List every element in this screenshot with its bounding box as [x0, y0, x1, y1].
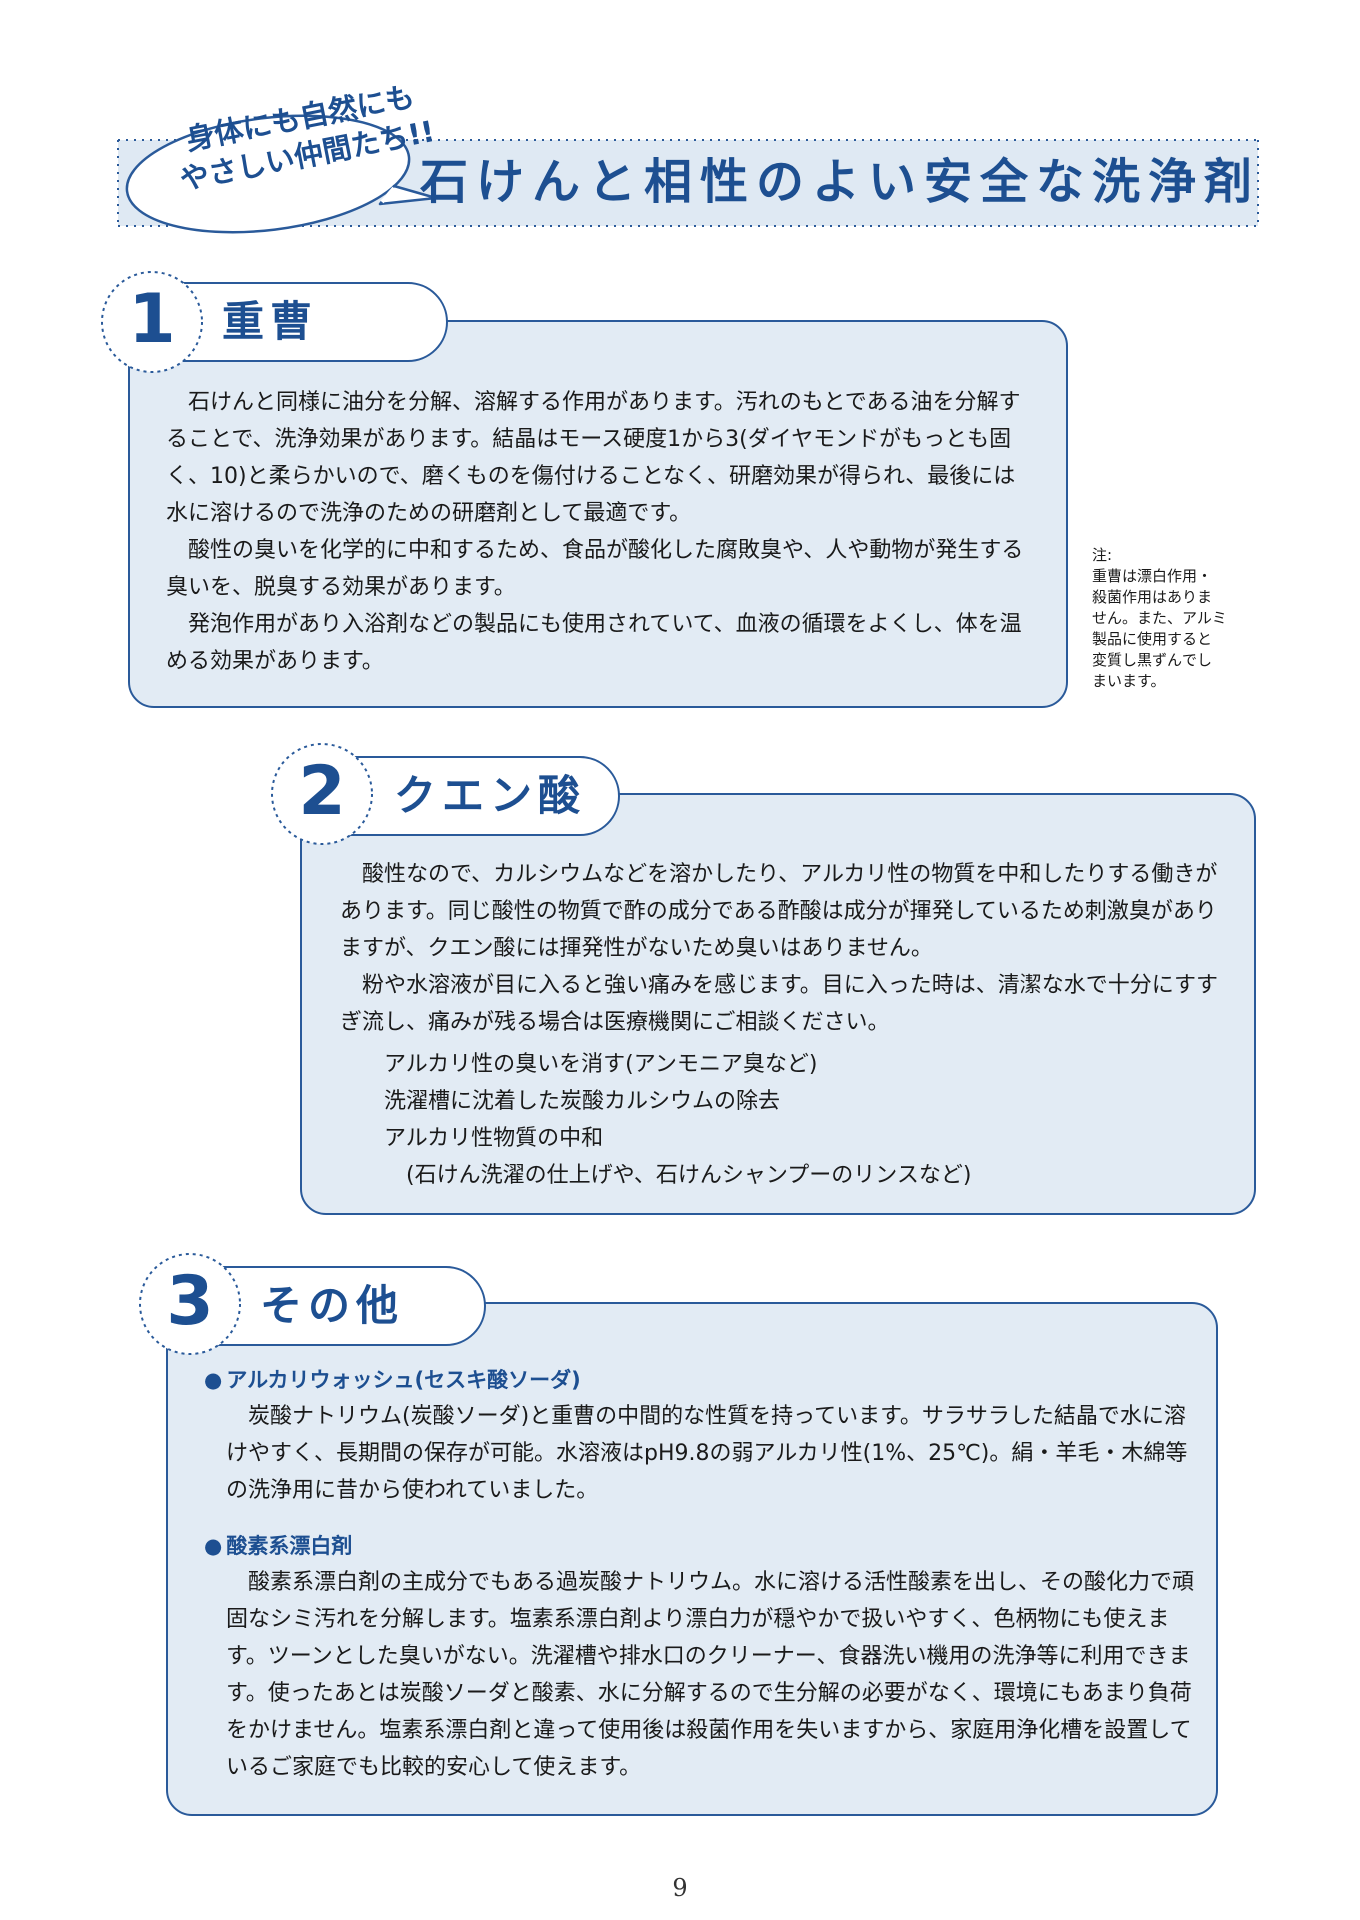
section-1-paragraph: 発泡作用があり入浴剤などの製品にも使用されていて、血液の循環をよくし、体を温める… — [166, 612, 1022, 674]
item-heading-text: アルカリウォッシュ(セスキ酸ソーダ) — [226, 1368, 581, 1392]
note-line: 重曹は漂白作用・ — [1092, 567, 1213, 585]
bullet-icon: ● — [204, 1534, 223, 1558]
section-1-box — [128, 320, 1068, 708]
item-heading: ●酸素系漂白剤 — [204, 1530, 1194, 1562]
note-line: せん。また、アルミ — [1092, 609, 1227, 627]
note-line: 製品に使用すると — [1092, 630, 1213, 648]
section-3-item-1: ●アルカリウォッシュ(セスキ酸ソーダ) 炭酸ナトリウム(炭酸ソーダ)と重曹の中間… — [204, 1364, 1194, 1509]
section-2-title: クエン酸 — [394, 771, 587, 820]
page-number: 9 — [672, 1874, 688, 1902]
side-note: 注: 重曹は漂白作用・ 殺菌作用はありま せん。また、アルミ 製品に使用すると … — [1092, 545, 1252, 692]
use-item: アルカリ性物質の中和 — [384, 1126, 604, 1151]
section-2-number: 2 — [298, 752, 346, 831]
item-body: 酸素系漂白剤の主成分でもある過炭酸ナトリウム。水に溶ける活性酸素を出し、その酸化… — [204, 1564, 1194, 1786]
note-line: 変質し黒ずんでし — [1092, 651, 1213, 669]
section-1-body: 石けんと同様に油分を分解、溶解する作用があります。汚れのもとである油を分解するこ… — [166, 384, 1036, 680]
bullet-icon: ● — [204, 1368, 223, 1392]
section-2-paragraph: 粉や水溶液が目に入ると強い痛みを感じます。目に入った時は、清潔な水で十分にすすぎ… — [340, 973, 1219, 1035]
note-line: まいます。 — [1092, 672, 1166, 690]
section-3-title: その他 — [260, 1281, 405, 1330]
section-2-body: 酸性なので、カルシウムなどを溶かしたり、アルカリ性の物質を中和したりする働きがあ… — [340, 856, 1220, 1041]
section-3-badge — [139, 1253, 241, 1355]
item-heading-text: 酸素系漂白剤 — [226, 1534, 353, 1558]
item-paragraph: 酸素系漂白剤の主成分でもある過炭酸ナトリウム。水に溶ける活性酸素を出し、その酸化… — [226, 1570, 1195, 1780]
section-1-paragraph: 酸性の臭いを化学的に中和するため、食品が酸化した腐敗臭や、人や動物が発生する臭い… — [166, 538, 1024, 600]
speech-bubble — [125, 114, 438, 234]
use-item: (石けん洗濯の仕上げや、石けんシャンプーのリンスなど) — [406, 1163, 972, 1188]
use-item: 洗濯槽に沈着した炭酸カルシウムの除去 — [384, 1089, 781, 1114]
item-body: 炭酸ナトリウム(炭酸ソーダ)と重曹の中間的な性質を持っています。サラサラした結晶… — [204, 1398, 1194, 1509]
section-2-paragraph: 酸性なので、カルシウムなどを溶かしたり、アルカリ性の物質を中和したりする働きがあ… — [340, 862, 1218, 961]
section-1-paragraph: 石けんと同様に油分を分解、溶解する作用があります。汚れのもとである油を分解するこ… — [166, 390, 1021, 526]
section-3-item-2: ●酸素系漂白剤 酸素系漂白剤の主成分でもある過炭酸ナトリウム。水に溶ける活性酸素… — [204, 1530, 1194, 1786]
note-line: 殺菌作用はありま — [1092, 588, 1213, 606]
section-2-badge — [271, 743, 373, 845]
section-1-number: 1 — [128, 280, 176, 359]
section-1-badge — [101, 271, 203, 373]
section-2-box — [300, 793, 1256, 1215]
note-line: 注: — [1092, 546, 1113, 564]
item-paragraph: 炭酸ナトリウム(炭酸ソーダ)と重曹の中間的な性質を持っています。サラサラした結晶… — [226, 1404, 1188, 1503]
header-bottom-border — [118, 225, 1258, 227]
section-3-number: 3 — [166, 1262, 214, 1341]
use-item: アルカリ性の臭いを消す(アンモニア臭など) — [384, 1052, 818, 1077]
section-2-uses-list: アルカリ性の臭いを消す(アンモニア臭など) 洗濯槽に沈着した炭酸カルシウムの除去… — [384, 1046, 971, 1194]
section-1-title: 重曹 — [222, 297, 319, 346]
section-3-box — [166, 1302, 1218, 1816]
page-title: 石けんと相性のよい安全な洗浄剤 — [420, 154, 1261, 210]
header-top-border — [118, 139, 1258, 141]
item-heading: ●アルカリウォッシュ(セスキ酸ソーダ) — [204, 1364, 1194, 1396]
